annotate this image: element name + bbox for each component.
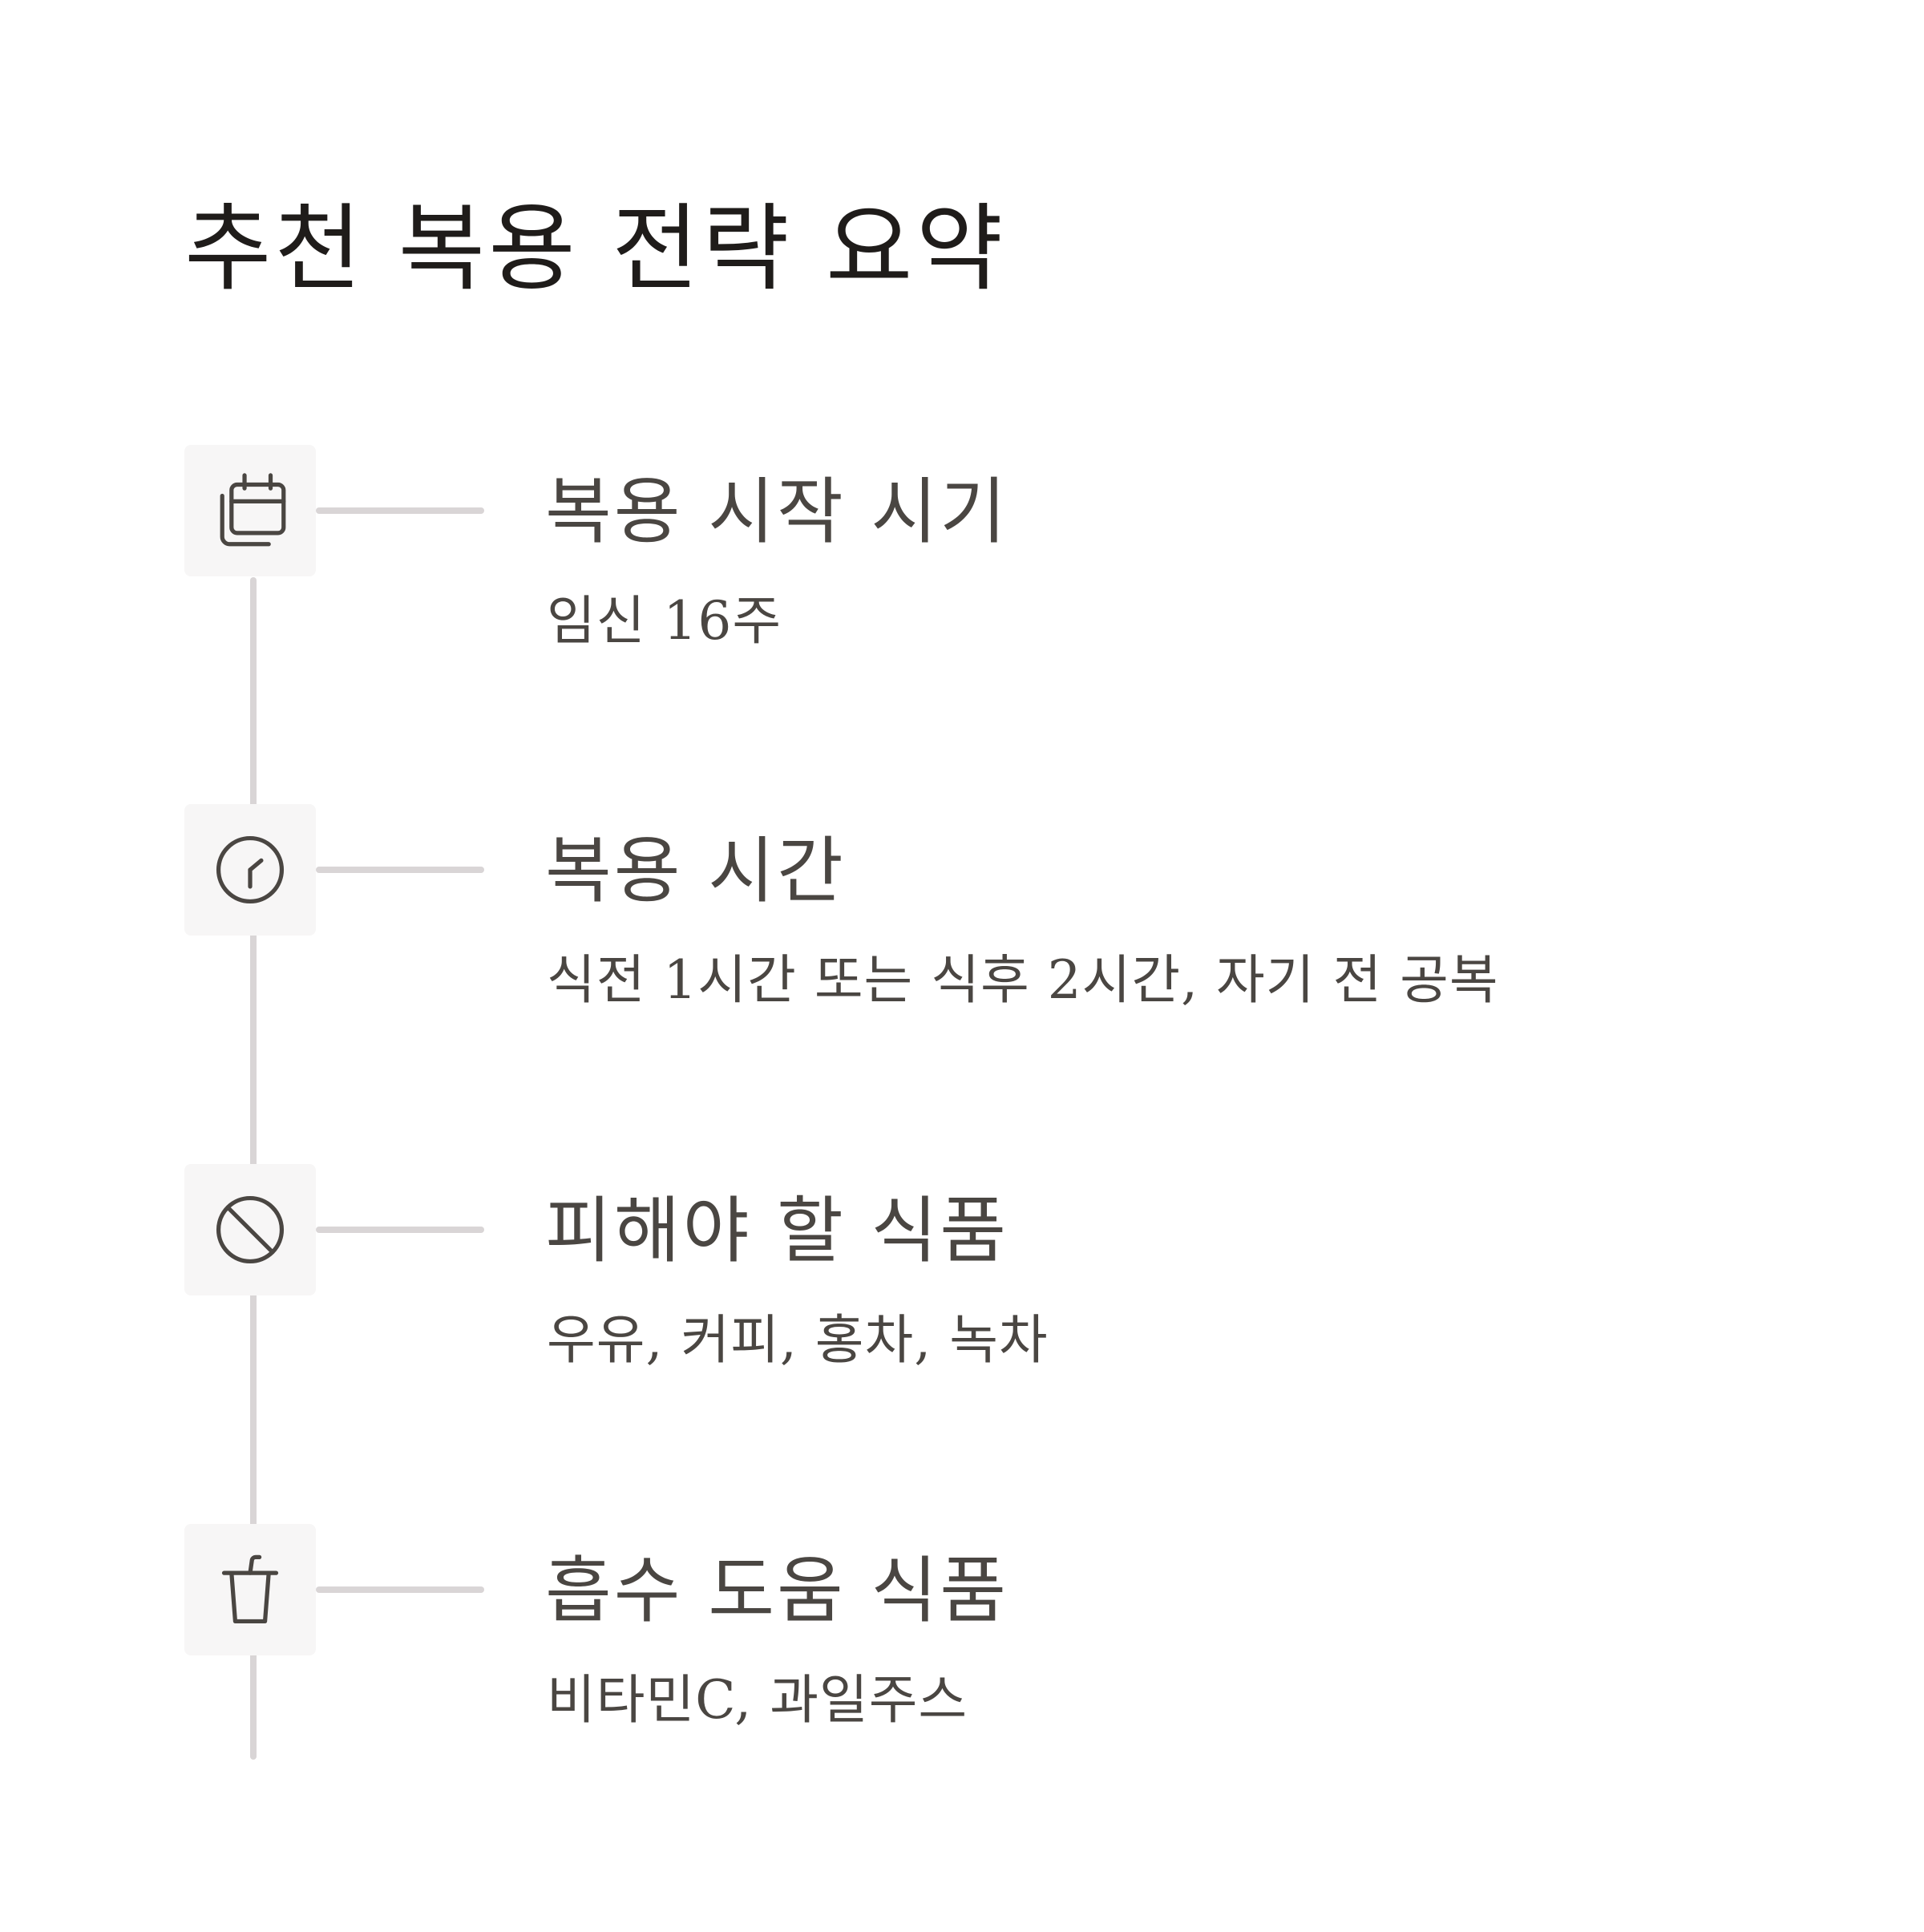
step-title: 복용 시간	[545, 829, 846, 913]
step-detail: 임신 16주	[547, 590, 782, 652]
step-foods-to-avoid: 피해야 할 식품 우유, 커피, 홍차, 녹차	[184, 1164, 1828, 1405]
icon-box	[184, 804, 316, 936]
step-title: 피해야 할 식품	[545, 1189, 1009, 1273]
icon-box	[184, 1524, 316, 1655]
step-title: 복용 시작 시기	[545, 470, 1009, 554]
step-detail: 식전 1시간 또는 식후 2시간, 자기 전 공복	[547, 949, 1499, 1011]
step-dose-time: 복용 시간 식전 1시간 또는 식후 2시간, 자기 전 공복	[184, 804, 1828, 1045]
connector	[316, 1227, 484, 1233]
step-title: 흡수 도움 식품	[545, 1549, 1009, 1633]
icon-box	[184, 445, 316, 576]
prohibited-icon	[216, 1195, 285, 1264]
connector	[316, 867, 484, 873]
step-absorption-foods: 흡수 도움 식품 비타민C, 과일주스	[184, 1524, 1828, 1764]
connector	[316, 1586, 484, 1593]
step-start-time: 복용 시작 시기 임신 16주	[184, 445, 1828, 685]
connector	[316, 507, 484, 514]
step-detail: 우유, 커피, 홍차, 녹차	[547, 1309, 1049, 1371]
clock-icon	[216, 835, 285, 904]
cup-icon	[221, 1554, 279, 1624]
calendar-icon	[220, 473, 286, 547]
icon-box	[184, 1164, 316, 1295]
page-title: 추천 복용 전략 요약	[184, 193, 1007, 304]
step-detail: 비타민C, 과일주스	[547, 1669, 968, 1731]
